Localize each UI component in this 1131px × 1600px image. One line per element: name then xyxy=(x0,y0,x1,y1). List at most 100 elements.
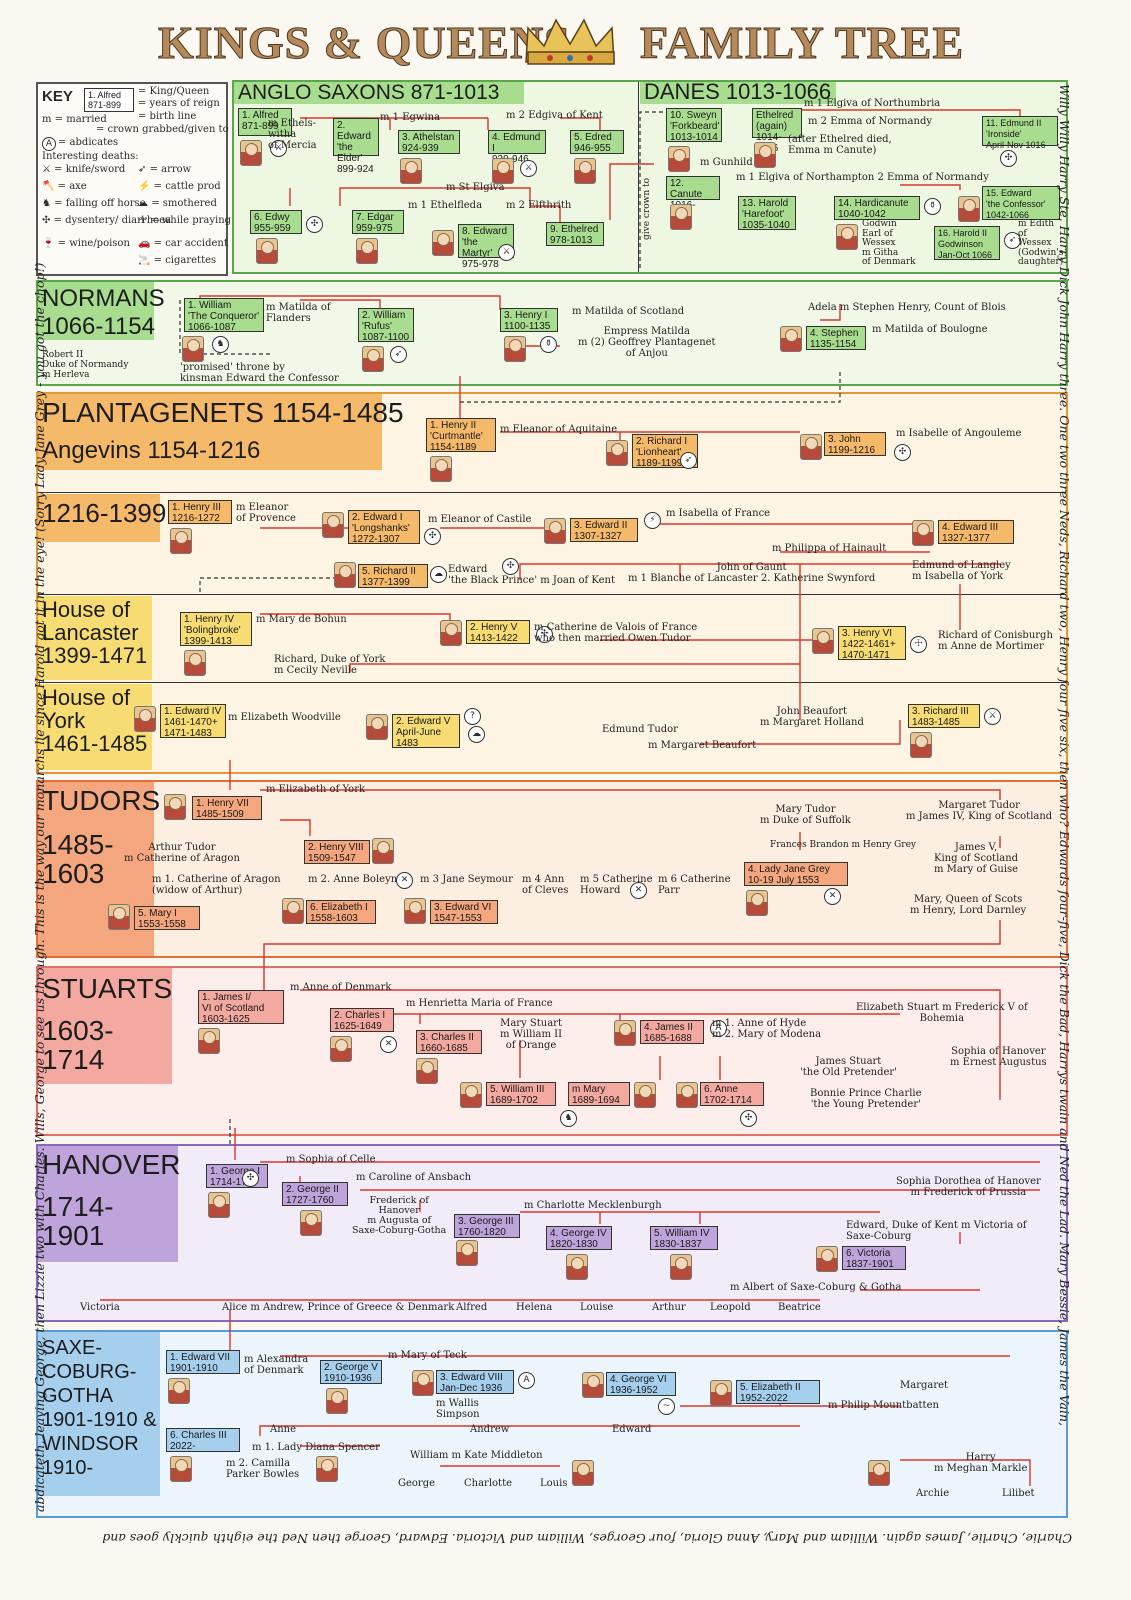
portrait-icon xyxy=(606,440,628,466)
cigarette-icon: ~ xyxy=(658,1398,675,1415)
monarch-edmund-ii: 11. Edmund II 'Ironside' April-Nov 1016 xyxy=(982,116,1058,150)
note: m Mary de Bohun xyxy=(256,614,347,625)
portrait-icon xyxy=(544,518,566,544)
note: Richard, Duke of York m Cecily Neville xyxy=(274,654,386,676)
note: m Anne of Denmark xyxy=(290,982,392,993)
crown-icon xyxy=(525,18,615,65)
portrait-icon xyxy=(256,238,278,264)
monarch-william-iv: 5. William IV 1830-1837 xyxy=(650,1226,718,1250)
monarch-edmund-i: 4. Edmund I 939-946 xyxy=(488,130,546,165)
portrait-icon xyxy=(330,1036,352,1062)
dysentery-icon: ✣ xyxy=(1000,150,1017,167)
monarch-mary-ii: m Mary 1689-1694 xyxy=(568,1082,630,1106)
monarch-victoria: 6. Victoria 1837-1901 xyxy=(842,1246,906,1270)
monarch-anne: 6. Anne 1702-1714 xyxy=(700,1082,764,1106)
portrait-icon xyxy=(416,1058,438,1084)
pillow-icon: ☁ xyxy=(430,566,447,583)
knife-icon: ⚔ xyxy=(270,140,287,157)
dysentery-icon: ✣ xyxy=(502,558,519,575)
note: Anne xyxy=(270,1424,297,1435)
note: m 3 Jane Seymour xyxy=(420,874,513,885)
note: Archie xyxy=(916,1488,950,1499)
monarch-ethelred: 9. Ethelred 978-1013 xyxy=(546,222,604,246)
label-bg-1216 xyxy=(38,494,160,542)
note: Edward xyxy=(612,1424,652,1435)
label-bg-danes xyxy=(640,82,836,104)
note: m Albert of Saxe-Coburg & Gotha xyxy=(730,1282,902,1293)
note: m 1. Catherine of Aragon (widow of Arthu… xyxy=(152,874,281,896)
note: William m Kate Middleton xyxy=(410,1450,543,1461)
knife-icon: ⚔ xyxy=(498,244,515,261)
key-deaths-heading: Interesting deaths: xyxy=(42,151,139,162)
note: Edmund Tudor xyxy=(602,724,678,735)
key-king-queen: = King/Queen xyxy=(138,86,210,97)
monarch-charles-iii: 6. Charles III 2022- xyxy=(166,1428,240,1452)
portrait-icon xyxy=(430,456,452,482)
pillow-icon: ☁ = smothered xyxy=(138,198,217,209)
axe-icon: ✕ xyxy=(380,1036,397,1053)
portrait-icon xyxy=(910,732,932,758)
note: m Philippa of Hainault xyxy=(772,543,887,554)
portrait-icon xyxy=(780,326,802,352)
section-1216-1399: 1216-1399 xyxy=(42,498,167,528)
note: Louis xyxy=(540,1478,568,1489)
monarch-george-vi: 4. George VI 1936-1952 xyxy=(606,1372,676,1396)
key-married: m = married xyxy=(42,114,107,125)
monarch-henry-vii: 1. Henry VII 1485-1509 xyxy=(192,796,262,820)
victoria-child: Victoria xyxy=(80,1302,120,1313)
label-bg-windsor xyxy=(38,1332,160,1496)
monarch-edward-iii: 4. Edward III 1327-1377 xyxy=(938,520,1014,544)
monarch-lady-jane-grey: 4. Lady Jane Grey 10-19 July 1553 xyxy=(744,862,848,886)
note: m 1 Egwina xyxy=(380,112,441,123)
horse-icon: ♞ = falling off horse xyxy=(42,198,146,209)
note: Sophia of Hanover m Ernest Augustus xyxy=(950,1046,1047,1068)
monarch-henry-iv: 1. Henry IV 'Bolingbroke' 1399-1413 xyxy=(180,612,252,647)
portrait-icon xyxy=(208,1192,230,1218)
monarch-henry-i: 3. Henry I 1100-1135 xyxy=(500,308,558,332)
note: James V, King of Scotland m Mary of Guis… xyxy=(934,842,1019,875)
mystery-icon: ? xyxy=(464,708,481,725)
note: m 2 Elfthrith xyxy=(506,200,572,211)
wine-icon: ⚱ xyxy=(540,336,557,353)
note: m Gunhild xyxy=(700,157,753,168)
abdicate-icon: A xyxy=(518,1372,535,1389)
monarch-edward-i: 2. Edward I 'Longshanks' 1272-1307 xyxy=(348,510,420,545)
monarch-john: 3. John 1199-1216 xyxy=(824,432,886,456)
note: m Catherine de Valois of France who then… xyxy=(534,622,698,644)
axe-icon: 🪓 = axe xyxy=(42,181,87,192)
monarch-stephen: 4. Stephen 1135-1154 xyxy=(806,326,866,350)
monarch-edred: 5. Edred 946-955 xyxy=(570,130,624,154)
note: m Henrietta Maria of France xyxy=(406,998,553,1009)
wine-icon: ⚱ xyxy=(924,198,941,215)
portrait-icon xyxy=(168,1378,190,1404)
portrait-icon xyxy=(456,1240,478,1266)
dysentery-icon: ✣ = dysentery/ diarrhoea xyxy=(42,215,172,226)
portrait-icon xyxy=(812,628,834,654)
portrait-icon xyxy=(836,224,858,250)
note: Sophia Dorothea of Hanover m Frederick o… xyxy=(896,1176,1041,1198)
arrow-icon: ➶ = arrow xyxy=(138,164,192,175)
portrait-icon xyxy=(170,1456,192,1482)
monarch-richard-iii: 3. Richard III 1483-1485 xyxy=(908,704,980,728)
portrait-icon xyxy=(412,1370,434,1396)
note: Robert II Duke of Normandy m Herleva xyxy=(42,350,129,380)
note: m 1. Anne of Hyde m 2. Mary of Modena xyxy=(712,1018,822,1040)
portrait-icon xyxy=(746,890,768,916)
note: Mary Stuart m William II of Orange xyxy=(500,1018,563,1051)
divider-lancaster xyxy=(38,594,1066,595)
label-bg-hanover xyxy=(38,1146,178,1262)
monarch-richard-ii: 5. Richard II 1377-1399 xyxy=(358,564,428,588)
note: m Wallis Simpson xyxy=(436,1398,480,1420)
axe-icon: ✕ xyxy=(824,888,841,905)
axe-icon: ✕ xyxy=(630,882,647,899)
monarch-henry-vi: 3. Henry VI 1422-1461+ 1470-1471 xyxy=(838,626,906,661)
portrait-icon xyxy=(372,838,394,864)
note: Margaret Tudor m James IV, King of Scotl… xyxy=(906,800,1053,822)
note: m 5 Catherine Howard xyxy=(580,874,653,896)
note: m Matilda of Flanders xyxy=(266,302,331,324)
section-plantagenets: PLANTAGENETS 1154-1485 xyxy=(42,397,404,428)
monarch-edward-v: 2. Edward V April-June 1483 xyxy=(392,714,460,749)
monarch-william-i: 1. William 'The Conqueror' 1066-1087 xyxy=(184,298,264,333)
note: m Caroline of Ansbach xyxy=(356,1172,472,1183)
portrait-icon xyxy=(198,1028,220,1054)
